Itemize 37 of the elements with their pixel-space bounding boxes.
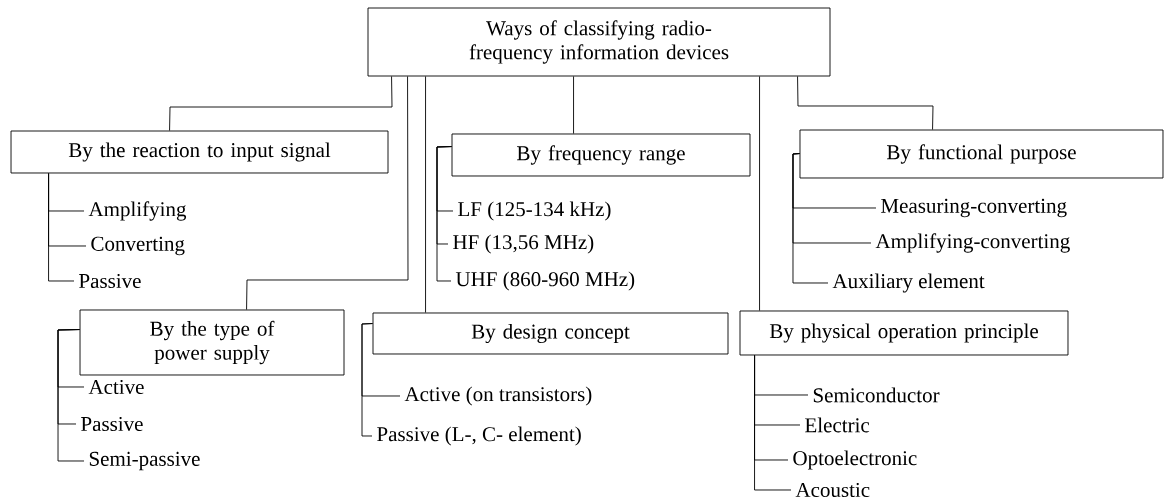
- category-box: By physical operation principle: [739, 310, 1069, 356]
- item-label: Active: [88, 379, 144, 395]
- title-box: Ways of classifying radio-frequency information devices: [367, 7, 831, 77]
- category-box: By design concept: [372, 312, 729, 355]
- item-label: Passive (L-, C- element): [377, 426, 581, 446]
- connector-line: [361, 323, 373, 437]
- category-box: By the type of power supply: [79, 309, 345, 376]
- item-label: UHF (860-960 MHz): [455, 271, 635, 291]
- item-label: Active (on transistors): [404, 386, 592, 406]
- item-label: Measuring-converting: [881, 198, 1067, 218]
- category-box: By frequency range: [451, 133, 751, 177]
- connector-line: [169, 76, 393, 131]
- category-box: By the reaction to input signal: [10, 130, 389, 174]
- connector-line: [57, 329, 85, 462]
- connector-line: [425, 76, 426, 313]
- connector-line: [246, 76, 409, 310]
- item-label: Converting: [91, 236, 185, 256]
- item-label: Semi-passive: [89, 451, 200, 471]
- item-label: Passive: [81, 416, 143, 432]
- item-label: Amplifying-converting: [875, 233, 1070, 253]
- item-label: Passive: [79, 273, 141, 289]
- item-label: Semiconductor: [813, 387, 940, 403]
- item-label: Optoelectronic: [793, 450, 917, 470]
- item-label: Electric: [805, 417, 870, 433]
- connector-line: [759, 76, 760, 311]
- item-label: Auxiliary element: [832, 273, 985, 293]
- connector-line: [797, 76, 934, 130]
- connector-line: [754, 355, 792, 491]
- connector-line: [48, 173, 75, 282]
- connector-line: [436, 146, 452, 282]
- connector-line: [573, 76, 574, 134]
- item-label: Acoustic: [795, 482, 870, 498]
- item-label: Amplifying: [88, 201, 187, 221]
- category-box: By functional purpose: [799, 129, 1164, 179]
- item-label: HF (13,56 MHz): [453, 234, 594, 254]
- item-label: LF (125-134 kHz): [458, 201, 611, 221]
- connector-line: [792, 153, 829, 284]
